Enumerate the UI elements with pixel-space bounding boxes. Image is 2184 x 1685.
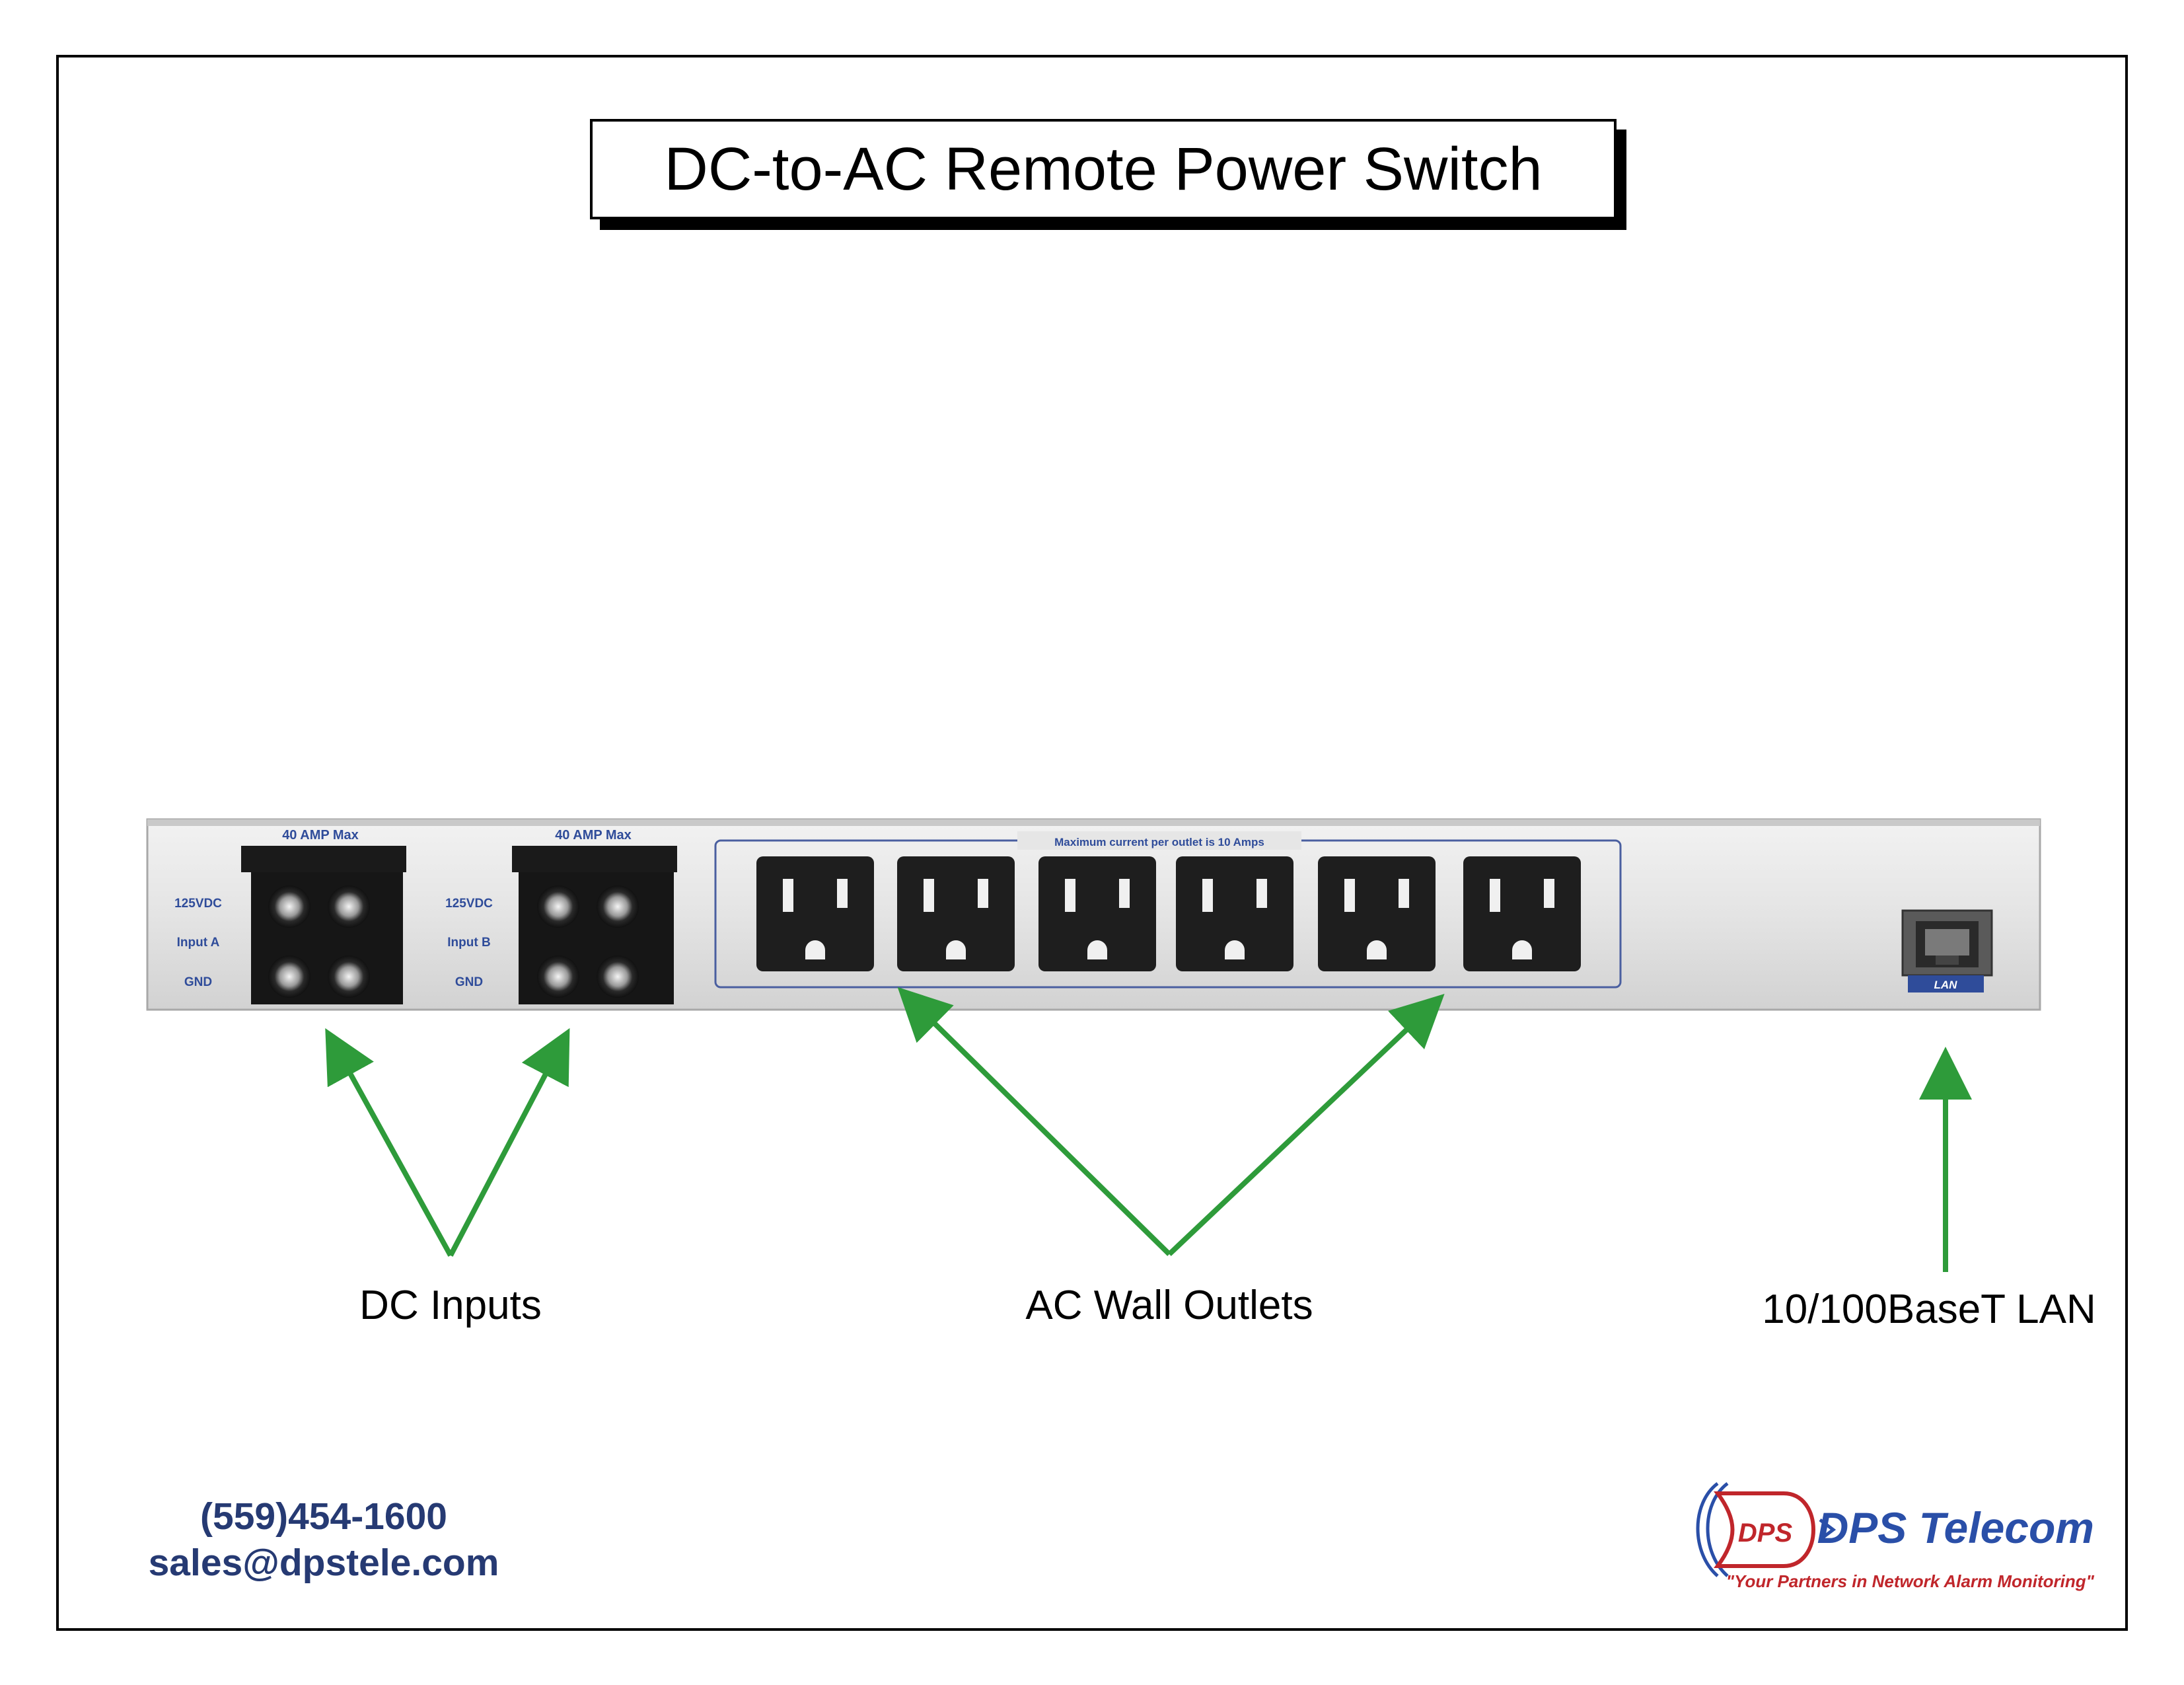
ac-outlet-group: Maximum current per outlet is 10 Amps <box>714 831 1622 989</box>
input-a-voltage: 125VDC <box>174 897 222 911</box>
ac-outlet-3 <box>1038 856 1156 971</box>
contact-email: sales@dpstele.com <box>148 1542 499 1584</box>
lan-tag: LAN <box>1934 979 1958 991</box>
panel-top-edge <box>147 819 2040 826</box>
logo-tagline: "Your Partners in Network Alarm Monitori… <box>1726 1571 2095 1591</box>
outlet-caption: Maximum current per outlet is 10 Amps <box>1054 836 1264 848</box>
input-b-gnd: GND <box>455 975 483 989</box>
input-a-gnd: GND <box>184 975 212 989</box>
diagram-frame <box>56 55 2128 1631</box>
callout-ac-outlets: AC Wall Outlets <box>1025 1283 1313 1328</box>
page-title: DC-to-AC Remote Power Switch <box>664 135 1543 203</box>
callout-lan: 10/100BaseT LAN <box>1762 1287 2096 1332</box>
logo-mark: DPS <box>1738 1518 1793 1548</box>
input-a-name: Input A <box>177 936 220 950</box>
ac-outlet-1 <box>756 856 874 971</box>
amp-label-a: 40 AMP Max <box>282 828 359 842</box>
dc-input-block-b: 40 AMP Max 125VDC Input B GND <box>445 828 677 1004</box>
callout-arrows <box>325 987 1972 1272</box>
title-box: DC-to-AC Remote Power Switch <box>590 119 1617 219</box>
arrow-ac-right <box>1167 994 1445 1256</box>
amp-label-b: 40 AMP Max <box>555 828 632 842</box>
ac-outlet-6 <box>1463 856 1581 971</box>
arrow-dc-b <box>448 1028 570 1257</box>
lan-port: LAN <box>1901 909 1993 992</box>
dps-logo: DPS DPS Telecom "Your Partners in Networ… <box>1696 1482 2095 1591</box>
logo-name: DPS Telecom <box>1817 1503 2094 1552</box>
input-b-name: Input B <box>447 936 490 950</box>
ac-outlet-4 <box>1176 856 1293 971</box>
input-b-voltage: 125VDC <box>445 897 493 911</box>
arrow-dc-a <box>325 1028 453 1257</box>
ac-outlet-5 <box>1318 856 1436 971</box>
dc-input-block-a: 40 AMP Max 125VDC Input A GND <box>174 828 406 1004</box>
arrow-ac-left <box>897 987 1171 1256</box>
callout-dc-inputs: DC Inputs <box>359 1283 542 1328</box>
contact-phone: (559)454-1600 <box>200 1495 447 1538</box>
ac-outlet-2 <box>897 856 1015 971</box>
